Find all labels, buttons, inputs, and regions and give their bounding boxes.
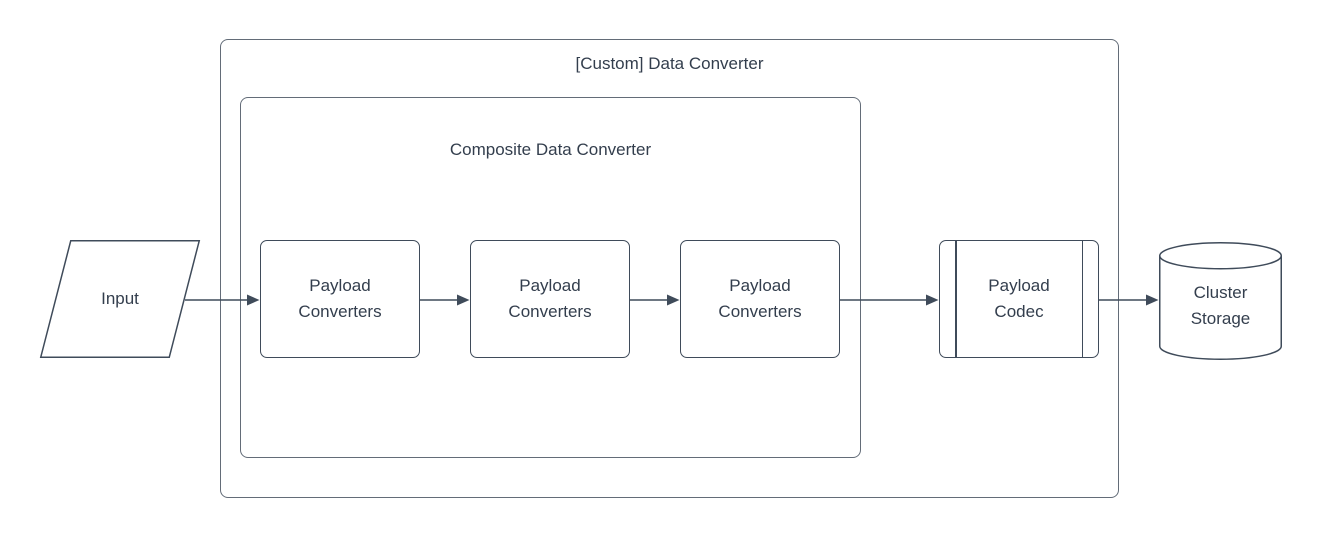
node-payload-codec: Payload Codec xyxy=(939,240,1099,358)
group-title-composite-data-converter: Composite Data Converter xyxy=(449,140,652,159)
node-label-payload-codec: Payload Codec xyxy=(988,276,1050,321)
node-cluster-storage: Cluster Storage xyxy=(1159,242,1282,360)
cylinder-shape xyxy=(1159,242,1282,360)
node-label-input: Input xyxy=(101,289,139,308)
node-input: Input xyxy=(39,240,201,358)
group-composite-data-converter: Composite Data Converter xyxy=(240,97,861,458)
node-label-cluster-storage: Cluster Storage xyxy=(1190,282,1251,328)
group-title-custom-data-converter: [Custom] Data Converter xyxy=(575,54,764,73)
node-payload-converters-1: Payload Converters xyxy=(260,240,420,358)
group-custom-data-converter: [Custom] Data Converter xyxy=(220,39,1119,498)
process-shape-right-bar xyxy=(1081,241,1083,357)
node-label-payload-converters-2: Payload Converters xyxy=(508,276,592,321)
process-shape-left-bar xyxy=(955,241,957,357)
node-label-payload-converters-3: Payload Converters xyxy=(718,276,802,321)
node-label-payload-converters-1: Payload Converters xyxy=(298,276,382,321)
parallelogram-shape xyxy=(39,240,201,358)
node-payload-converters-2: Payload Converters xyxy=(470,240,630,358)
node-payload-converters-3: Payload Converters xyxy=(680,240,840,358)
